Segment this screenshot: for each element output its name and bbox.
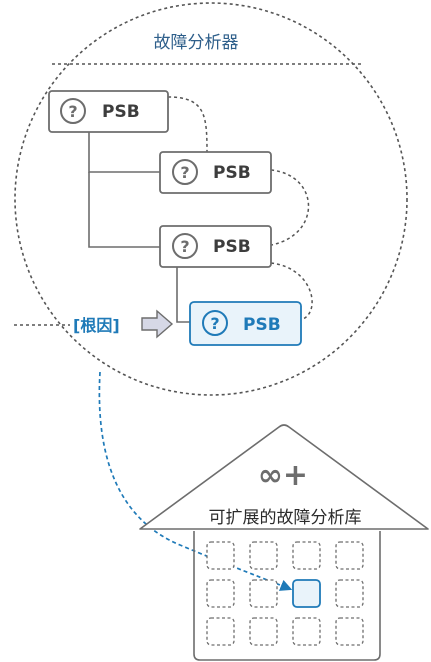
library-slot bbox=[335, 541, 364, 570]
question-circle-icon bbox=[172, 233, 198, 259]
library-slot bbox=[249, 617, 278, 646]
psb-node-label: PSB bbox=[213, 163, 251, 183]
library-slot bbox=[335, 579, 364, 608]
psb-node-label: PSB bbox=[213, 237, 251, 257]
psb-node-3[interactable]: ? PSB bbox=[159, 225, 272, 268]
question-circle-icon bbox=[202, 310, 228, 336]
infinity-plus-icon: ∞+ bbox=[258, 458, 308, 493]
library-slot bbox=[206, 617, 235, 646]
question-glyph: ? bbox=[68, 102, 77, 121]
library-slot bbox=[335, 617, 364, 646]
psb-node-1[interactable]: ? PSB bbox=[48, 90, 169, 133]
library-body bbox=[193, 531, 381, 661]
node-dependency-links bbox=[167, 96, 313, 321]
question-glyph: ? bbox=[180, 163, 189, 182]
question-glyph: ? bbox=[210, 314, 219, 333]
question-circle-icon bbox=[60, 98, 86, 124]
question-glyph: ? bbox=[180, 237, 189, 256]
root-cause-to-library-arrow bbox=[98, 371, 293, 591]
tree-connectors bbox=[88, 132, 190, 323]
question-circle-icon bbox=[172, 159, 198, 185]
psb-node-label: PSB bbox=[102, 102, 140, 122]
analyzer-boundary bbox=[14, 2, 408, 396]
library-slots bbox=[206, 541, 364, 646]
analyzer-title: 故障分析器 bbox=[154, 33, 239, 53]
right-arrow-icon bbox=[141, 309, 174, 339]
psb-node-label: PSB bbox=[243, 315, 281, 335]
library-slot bbox=[292, 541, 321, 570]
fault-library: ∞+ 可扩展的故障分析库 bbox=[139, 424, 429, 661]
library-title: 可扩展的故障分析库 bbox=[209, 508, 362, 528]
root-cause-label: [根因] bbox=[73, 316, 120, 335]
library-slot bbox=[292, 617, 321, 646]
library-slot-highlighted bbox=[292, 579, 321, 608]
library-slot bbox=[249, 541, 278, 570]
library-slot bbox=[206, 579, 235, 608]
library-slot bbox=[249, 579, 278, 608]
library-slot bbox=[206, 541, 235, 570]
psb-node-2[interactable]: ? PSB bbox=[159, 151, 272, 194]
psb-node-root-cause[interactable]: ? PSB bbox=[189, 301, 302, 346]
library-roof bbox=[139, 424, 429, 530]
